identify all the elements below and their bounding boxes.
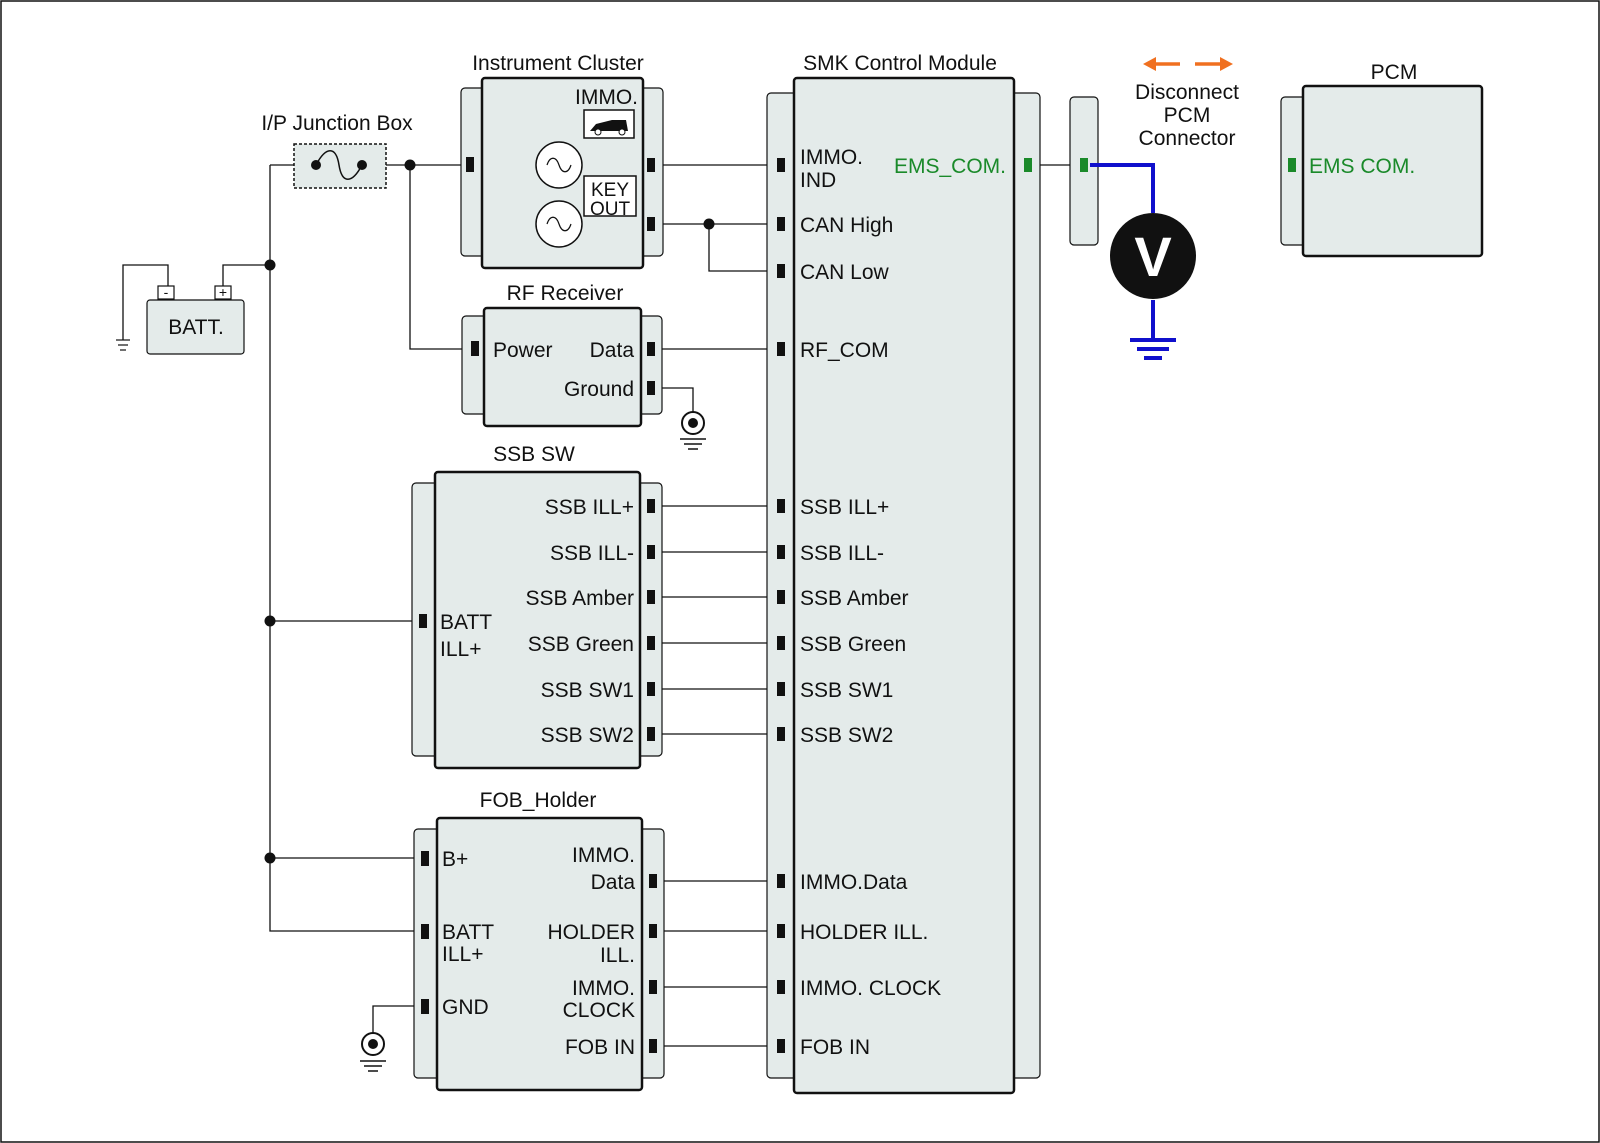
ssb-switch: SSB SW BATT ILL+ SSB ILL+ SSB ILL- SSB Amb… [411,443,663,770]
smk-title: SMK Control Module [803,52,997,75]
battery-minus-label: - [164,284,169,300]
smk-control-module: SMK Control Module IMMO. IND EMS_COM. CA… [766,52,1041,1095]
rf-receiver-title: RF Receiver [507,282,624,305]
smk-fob-in-label: FOB IN [800,1036,870,1059]
immo-car-icon [583,109,635,139]
smk-immo-ind-label-2: IND [800,169,836,192]
immo-lamp-icon [535,141,583,189]
smk-ems-com-label: EMS_COM. [894,155,1006,178]
ssb-ill-plus-label: ILL+ [440,638,481,661]
smk-ssb-pin-label: SSB Amber [800,587,909,610]
rf-data-label: Data [590,339,635,362]
ssb-sw-title: SSB SW [493,443,575,466]
key-out-lamp-icon [535,200,583,248]
fob-immo-clock-label-2: CLOCK [563,999,635,1022]
smk-immo-clock-label: IMMO. CLOCK [800,977,941,1000]
smk-ssb-pin-label: SSB SW2 [800,724,893,747]
disconnect-arrows-icon [1143,57,1233,71]
key-label: KEY [591,180,629,201]
smk-holder-ill-label: HOLDER ILL. [800,921,928,944]
fob-holder-title: FOB_Holder [480,789,597,812]
ssb-batt-label: BATT [440,611,492,634]
disconnect-note: Disconnect PCM Connector [1135,57,1239,150]
ssb-sw-pin-label: SSB Green [528,633,634,656]
fuse-icon [315,150,363,180]
smk-immo-data-label: IMMO.Data [800,871,908,894]
disconnect-line-2: PCM [1164,104,1211,127]
ssb-sw-pin-label: SSB SW2 [541,724,634,747]
fob-holder-ill-label-2: ILL. [600,944,635,967]
fob-b-plus-label: B+ [442,848,468,871]
ssb-sw-pin-label: SSB SW1 [541,679,634,702]
battery-ground-icon [116,339,130,351]
fob-immo-data-label-2: Data [591,871,636,894]
pcm-title: PCM [1371,61,1418,84]
voltmeter: V [1090,163,1196,360]
battery: - + BATT. [146,284,245,355]
fob-immo-clock-label-1: IMMO. [572,977,635,1000]
battery-label: BATT. [168,316,224,339]
ssb-sw-pin-label: SSB ILL- [550,542,634,565]
fob-ground-icon [360,1032,386,1072]
rf-ground-icon [680,411,706,450]
smk-immo-ind-label-1: IMMO. [800,146,863,169]
junction-box-title: I/P Junction Box [261,112,413,135]
immo-label: IMMO. [575,86,638,109]
ssb-sw-pin-label: SSB ILL+ [545,496,634,519]
smk-ssb-pin-label: SSB ILL- [800,542,884,565]
fob-holder-ill-label-1: HOLDER [547,921,635,944]
pcm: PCM EMS COM. [1280,61,1484,258]
ip-junction-box: I/P Junction Box [261,112,413,189]
rf-ground-label: Ground [564,378,634,401]
battery-plus-label: + [219,284,227,300]
fob-in-label: FOB IN [565,1036,635,1059]
disconnect-line-3: Connector [1139,127,1236,150]
fob-holder: FOB_Holder B+ BATT ILL+ GND IMMO. Data H… [413,789,665,1092]
ssb-sw-pin-label: SSB Amber [525,587,634,610]
out-label: OUT [590,199,631,220]
fob-gnd-label: GND [442,996,489,1019]
voltmeter-symbol: V [1134,225,1171,288]
pcm-ems-com-label: EMS COM. [1309,155,1415,178]
disconnect-line-1: Disconnect [1135,81,1239,104]
rf-power-label: Power [493,339,553,362]
smk-ssb-pin-label: SSB SW1 [800,679,893,702]
smk-can-low-label: CAN Low [800,261,890,284]
instrument-cluster-title: Instrument Cluster [472,52,644,75]
junction-nodes [264,159,715,864]
smk-ssb-pin-label: SSB Green [800,633,906,656]
smk-rf-com-label: RF_COM [800,339,889,362]
smk-can-high-label: CAN High [800,214,893,237]
voltmeter-icon [1110,213,1196,299]
instrument-cluster: Instrument Cluster IMMO. KEY OUT [460,52,664,270]
fob-batt-label: BATT [442,921,494,944]
pcm-connector-half [1069,96,1099,246]
rf-receiver: RF Receiver Power Data Ground [461,282,663,428]
smk-ssb-pin-label: SSB ILL+ [800,496,889,519]
fob-ill-plus-label: ILL+ [442,943,483,966]
fob-immo-data-label-1: IMMO. [572,844,635,867]
